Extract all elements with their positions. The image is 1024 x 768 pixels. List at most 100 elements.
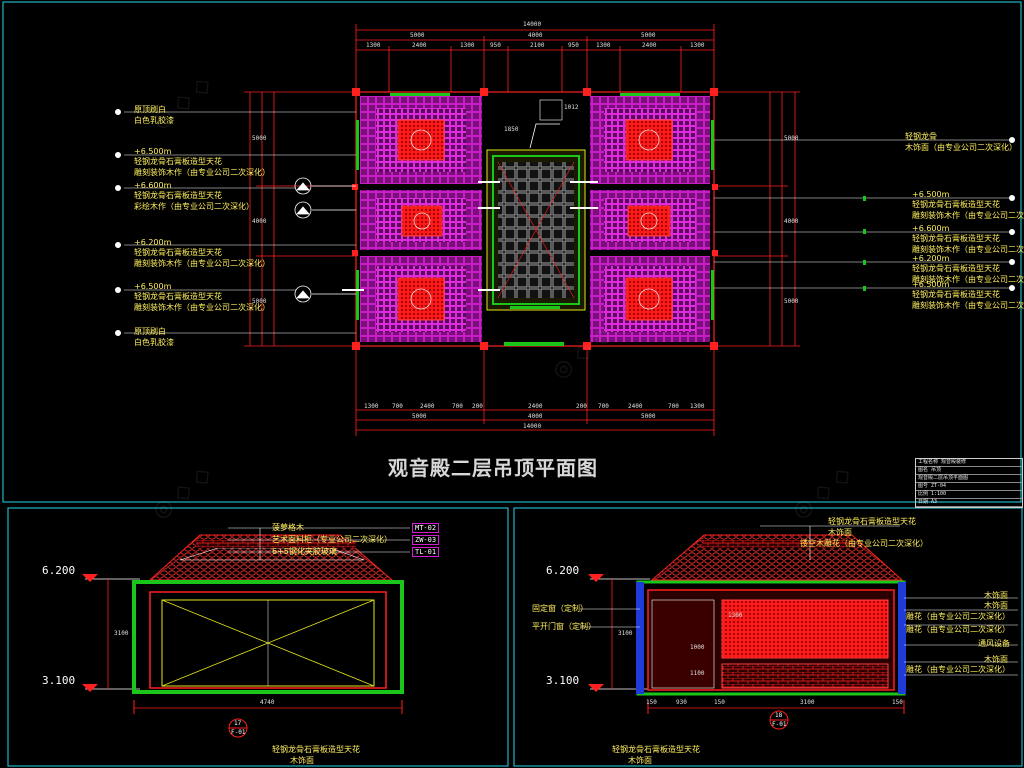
section-a-callout-num: 17 xyxy=(234,720,242,727)
dim-bottom-seg-3: 2400 xyxy=(420,403,435,410)
right-note-3-text: 轻钢龙骨石膏板造型天花 xyxy=(912,234,1000,243)
left-note-2: +6.500m 轻钢龙骨石膏板造型天花 雕刻装饰木作（由专业公司二次深化） xyxy=(134,147,270,178)
dim-bottom-seg-11: 1300 xyxy=(690,403,705,410)
right-note-1: 轻钢龙骨 木饰面（由专业公司二次深化） xyxy=(905,131,1017,153)
dim-left-2: 4000 xyxy=(252,218,267,225)
dim-bottom-group-2: 4000 xyxy=(528,413,543,420)
dim-top-group-1: 5000 xyxy=(410,32,425,39)
section-b-dim-inner-3: 1100 xyxy=(690,670,705,677)
dim-bottom-seg-5: 200 xyxy=(472,403,483,410)
left-note-1: 原顶刷白 白色乳胶漆 xyxy=(134,104,174,126)
section-b-footer: 轻钢龙骨石膏板造型天花 xyxy=(612,745,700,754)
drawing-title: 观音殿二层吊顶平面图 xyxy=(388,456,598,480)
title-block-row-5: 比例 1:100 xyxy=(916,491,1022,499)
section-b-right-note-4: 雕花（由专业公司二次深化） xyxy=(906,625,1010,634)
section-b-top-note-1: 轻钢龙骨石膏板造型天花 xyxy=(828,517,916,526)
section-b-level-bottom: 3.100 xyxy=(546,674,580,687)
left-note-2-level: +6.500m xyxy=(134,147,172,156)
svg-text:◎ ◇ ◇: ◎ ◇ ◇ xyxy=(148,461,216,524)
section-b-right-note-3: 雕花（由专业公司二次深化） xyxy=(906,612,1010,621)
right-note-3-level: +6.600m xyxy=(912,224,950,233)
left-note-6-sub: 白色乳胶漆 xyxy=(134,338,174,347)
section-b-right-note-5: 通风设备 xyxy=(978,639,1010,648)
section-a-tag-1: MT-02 xyxy=(412,523,440,533)
left-note-4-sub: 雕刻装饰木作（由专业公司二次深化） xyxy=(134,259,270,268)
left-note-4-level: +6.200m xyxy=(134,238,172,247)
lower-frame-right xyxy=(513,507,1023,767)
section-a-callout-sheet: F-01 xyxy=(231,729,246,736)
dim-top-overall: 14000 xyxy=(523,21,542,28)
section-a-tag-3: TL-01 xyxy=(412,547,440,557)
dim-bottom-seg-10: 700 xyxy=(668,403,679,410)
section-a xyxy=(82,527,410,738)
title-block-row-1: 工程名称 观音殿装修 xyxy=(916,459,1022,467)
left-note-5-sub: 雕刻装饰木作（由专业公司二次深化） xyxy=(134,303,270,312)
dim-right-3: 5000 xyxy=(784,298,799,305)
dim-bottom-overall: 14000 xyxy=(523,423,542,430)
right-note-3: +6.600m 轻钢龙骨石膏板造型天花 雕刻装饰木作（由专业公司二次深化） xyxy=(912,224,1024,255)
dim-top-seg-2: 2400 xyxy=(412,42,427,49)
dim-top-seg-1: 1300 xyxy=(366,42,381,49)
dim-right-1: 5000 xyxy=(784,135,799,142)
title-block-row-2: 图名 吊顶 xyxy=(916,467,1022,475)
dim-left-1: 5000 xyxy=(252,135,267,142)
left-note-6-text: 原顶刷白 xyxy=(134,327,166,336)
title-block-row-3: 观音殿二层吊顶平面图 xyxy=(916,475,1022,483)
left-note-3-sub: 彩绘木作（由专业公司二次深化） xyxy=(134,202,254,211)
panel-left-mid xyxy=(360,190,482,250)
section-b-top-note-3: 镂空木雕花（由专业公司二次深化） xyxy=(800,539,928,548)
section-b-footer-sub: 木饰面 xyxy=(628,756,652,765)
left-note-3-text: 轻钢龙骨石膏板造型天花 xyxy=(134,191,222,200)
left-note-1-text: 原顶刷白 xyxy=(134,105,166,114)
lower-frame-left xyxy=(7,507,509,767)
section-b-height: 3100 xyxy=(618,630,633,637)
left-note-5-level: +6.500m xyxy=(134,282,172,291)
title-block-row-4: 图号 ZT-04 xyxy=(916,483,1022,491)
right-note-1-text: 轻钢龙骨 xyxy=(905,132,937,141)
section-b-right-note-2: 木饰面 xyxy=(984,601,1008,610)
dim-right-2: 4000 xyxy=(784,218,799,225)
dim-top-seg-8: 2400 xyxy=(642,42,657,49)
dim-left-3: 5000 xyxy=(252,298,267,305)
title-block-row-6: 日期 A3 xyxy=(916,499,1022,507)
right-note-5: +6.500m 轻钢龙骨石膏板造型天花 雕刻装饰木作（由专业公司二次深化） xyxy=(912,280,1024,311)
section-b-left-note-1: 固定窗（定制） xyxy=(532,604,588,613)
section-a-level-top: 6.200 xyxy=(42,564,76,577)
section-b-right-note-1: 木饰面 xyxy=(984,591,1008,600)
dim-bottom-seg-7: 200 xyxy=(576,403,587,410)
ceiling-plan xyxy=(115,24,1015,436)
section-b-dim-bottom-4: 3100 xyxy=(800,699,815,706)
section-b-dim-inner-2: 1000 xyxy=(690,644,705,651)
right-note-1-sub: 木饰面（由专业公司二次深化） xyxy=(905,143,1017,152)
left-note-3-level: +6.600m xyxy=(134,181,172,190)
left-note-4: +6.200m 轻钢龙骨石膏板造型天花 雕刻装饰木作（由专业公司二次深化） xyxy=(134,238,270,269)
section-b-top-note-2: 木饰面 xyxy=(828,528,852,537)
dim-top-group-3: 5000 xyxy=(641,32,656,39)
section-a-note-1: 菠萝格木 xyxy=(272,523,304,532)
right-note-5-text: 轻钢龙骨石膏板造型天花 xyxy=(912,290,1000,299)
section-a-height: 3100 xyxy=(114,630,129,637)
right-note-4-sub: 雕刻装饰木作（由专业公司二次深化） xyxy=(912,275,1024,284)
section-b-callout-num: 18 xyxy=(775,712,783,719)
inner-note: 1850 xyxy=(504,126,519,133)
section-b-level-top: 6.200 xyxy=(546,564,580,577)
panel-right-mid xyxy=(590,190,710,250)
right-note-2-level: +6.500m xyxy=(912,190,950,199)
panel-right-top xyxy=(590,96,710,184)
dim-bottom-seg-8: 700 xyxy=(598,403,609,410)
right-note-2: +6.500m 轻钢龙骨石膏板造型天花 雕刻装饰木作（由专业公司二次深化） xyxy=(912,190,1024,221)
left-note-6: 原顶刷白 白色乳胶漆 xyxy=(134,326,174,348)
right-note-4-level: +6.200m xyxy=(912,254,950,263)
left-note-5-text: 轻钢龙骨石膏板造型天花 xyxy=(134,292,222,301)
right-note-2-sub: 雕刻装饰木作（由专业公司二次深化） xyxy=(912,211,1024,220)
left-note-4-text: 轻钢龙骨石膏板造型天花 xyxy=(134,248,222,257)
left-note-5: +6.500m 轻钢龙骨石膏板造型天花 雕刻装饰木作（由专业公司二次深化） xyxy=(134,282,270,313)
section-a-note-3: 6+5钢化夹胶玻璃 xyxy=(272,547,337,556)
upper-frame xyxy=(2,1,1022,503)
right-note-4-text: 轻钢龙骨石膏板造型天花 xyxy=(912,264,1000,273)
right-note-4: +6.200m 轻钢龙骨石膏板造型天花 雕刻装饰木作（由专业公司二次深化） xyxy=(912,254,1024,285)
left-note-1-sub: 白色乳胶漆 xyxy=(134,116,174,125)
section-b xyxy=(580,525,1018,730)
section-a-footer: 轻钢龙骨石膏板造型天花 xyxy=(272,745,360,754)
